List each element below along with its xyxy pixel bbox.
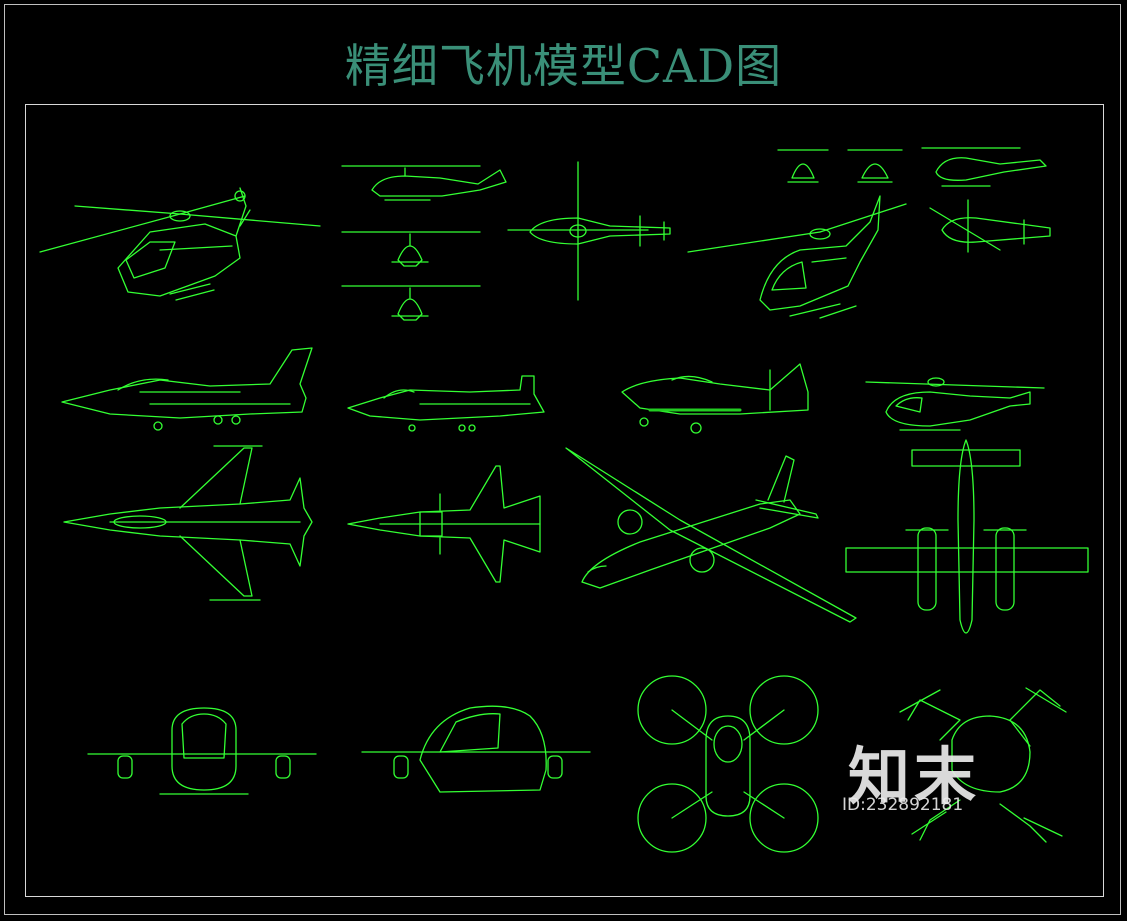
watermark-id: ID:232892181 bbox=[842, 795, 964, 815]
helicopter-side-perspective bbox=[687, 195, 907, 319]
turboprop-perspective bbox=[565, 447, 857, 623]
twin-prop-top bbox=[845, 439, 1089, 634]
quad-drone-top bbox=[637, 675, 819, 853]
fighter-jet-2-side bbox=[347, 375, 545, 432]
drawing-title: 精细飞机模型CAD图 bbox=[344, 39, 783, 93]
passenger-drone-side bbox=[361, 705, 591, 793]
drawing-outer-frame bbox=[4, 4, 1121, 915]
fighter-jet-top bbox=[63, 445, 313, 601]
drawing-inner-frame bbox=[25, 104, 1104, 897]
fighter-jet-2-top bbox=[347, 465, 541, 583]
small-helicopter-views bbox=[777, 147, 1051, 253]
passenger-drone-front bbox=[87, 707, 317, 795]
helicopter-perspective bbox=[39, 187, 321, 301]
fighter-jet-side bbox=[61, 347, 313, 431]
helicopter-top-view bbox=[507, 161, 671, 301]
light-helicopter-side bbox=[865, 377, 1045, 431]
watermark-logo: 知末 bbox=[848, 740, 981, 813]
helicopter-orthographic-views bbox=[341, 165, 507, 321]
trainer-plane-side bbox=[621, 363, 809, 434]
quad-drone-perspective bbox=[899, 687, 1067, 843]
